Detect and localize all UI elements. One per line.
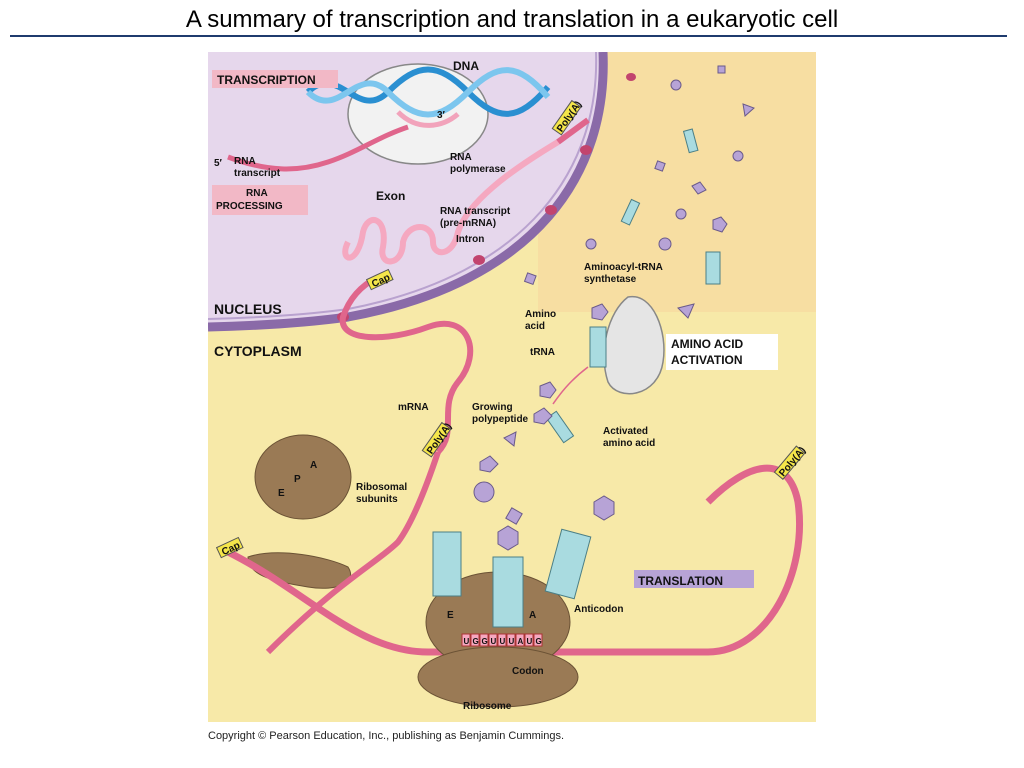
mrna-export [339,274,474,455]
codon-base [488,633,498,647]
codon-base [470,633,480,647]
nucleus-label: NUCLEUS [214,301,282,317]
three-prime-label: 3′ [437,110,446,121]
codon-base [479,633,489,647]
amino-acid-label-1: Amino [525,309,556,320]
rna-processing-label-2: PROCESSING [216,201,283,212]
activated-amino-acid [539,381,557,399]
aminoacyl-trna-synthetase [603,296,665,395]
free-amino-acids [523,65,755,319]
mrna-translation [226,464,803,656]
intron-label: Intron [456,234,484,245]
codon-base [497,633,507,647]
codon-letter: A [518,637,524,646]
rna-polymerase-label-2: polymerase [450,164,506,175]
dna-label: DNA [453,59,479,73]
pre-mrna [342,139,560,265]
codon-base [533,633,543,647]
rna-processing-label-1: RNA [246,188,268,199]
dna-strand-2 [305,67,551,118]
codon-letter: U [491,637,497,646]
activation-label-1: AMINO ACID [671,337,744,351]
trna-e-site [432,531,462,597]
five-prime-label: 5′ [214,158,223,169]
codon-letter: U [509,637,515,646]
rna-polymerase-label-1: RNA [450,152,472,163]
codon-base [524,633,534,647]
translation-label-box [634,570,754,588]
synthetase-label-1: Aminoacyl-tRNA [584,262,663,273]
trna-label: tRNA [530,347,555,358]
rna-transcript-label-2: transcript [234,168,281,179]
trna-a-site [544,528,592,600]
anticodon-label: Anticodon [574,604,623,615]
ribosomal-subunits-label-1: Ribosomal [356,482,407,493]
codon-letter: G [536,637,542,646]
trna-p-site [492,556,524,628]
codon-letter: G [473,637,479,646]
activation-label-2: ACTIVATION [671,353,743,367]
transcription-translation-figure: Cap Poly(A) TRANSCRIPTION DNA 3′ 5′ RNA … [208,52,816,722]
exon-label: Exon [376,189,405,203]
transcription-label: TRANSCRIPTION [217,73,316,87]
activation-arrow [552,366,589,405]
rna-processing-label-box [212,185,308,215]
codon-letter: U [464,637,470,646]
site-a-label: A [310,460,317,471]
activated-amino-acid-label-1: Activated [603,426,648,437]
activated-amino-acid-label-2: amino acid [603,438,655,449]
ribosome-site-e: E [447,610,454,621]
translation-label: TRANSLATION [638,574,723,588]
ribosomal-subunits-label-2: subunits [356,494,398,505]
codon-base [515,633,525,647]
copyright-notice: Copyright © Pearson Education, Inc., pub… [208,730,565,742]
codon-base [506,633,516,647]
dna-strand-1 [305,66,551,117]
amino-acid-label-2: acid [525,321,545,332]
nuclear-envelope [208,52,608,332]
mrna-label: mRNA [398,402,429,413]
transcription-label-box [212,70,338,88]
codon-letter: U [500,637,506,646]
pre-mrna-label-1: RNA transcript [440,206,511,217]
free-trna-molecules [620,128,721,285]
rna-transcript [227,124,409,172]
nucleus-region [208,52,604,327]
site-p-label: P [294,474,301,485]
ribosome-small [417,646,579,708]
growing-polypeptide-label-1: Growing [472,402,513,413]
site-e-label: E [278,488,285,499]
ribosome-site-a: A [529,610,536,621]
pre-mrna-label-2: (pre-mRNA) [440,218,496,229]
amino-acid-on-synthetase [591,303,609,321]
title-divider [10,35,1007,37]
synthetase-label-2: synthetase [584,274,637,285]
poly-a-tail-top [556,117,590,145]
rna-transcript-label-1: RNA [234,156,256,167]
slide-title: A summary of transcription and translati… [185,6,839,33]
trna-on-synthetase [589,326,607,368]
large-ribosomal-subunit [254,434,352,520]
cytoplasm-label: CYTOPLASM [214,343,302,359]
amino-acid-activation-box [666,334,778,370]
codon-letter: G [482,637,488,646]
codon-letter: U [527,637,533,646]
growing-polypeptide-chain [473,407,615,551]
growing-polypeptide-label-2: polypeptide [472,414,529,425]
codon-base [461,633,471,647]
codon-label: Codon [512,666,544,677]
ribosome-label: Ribosome [463,701,512,712]
